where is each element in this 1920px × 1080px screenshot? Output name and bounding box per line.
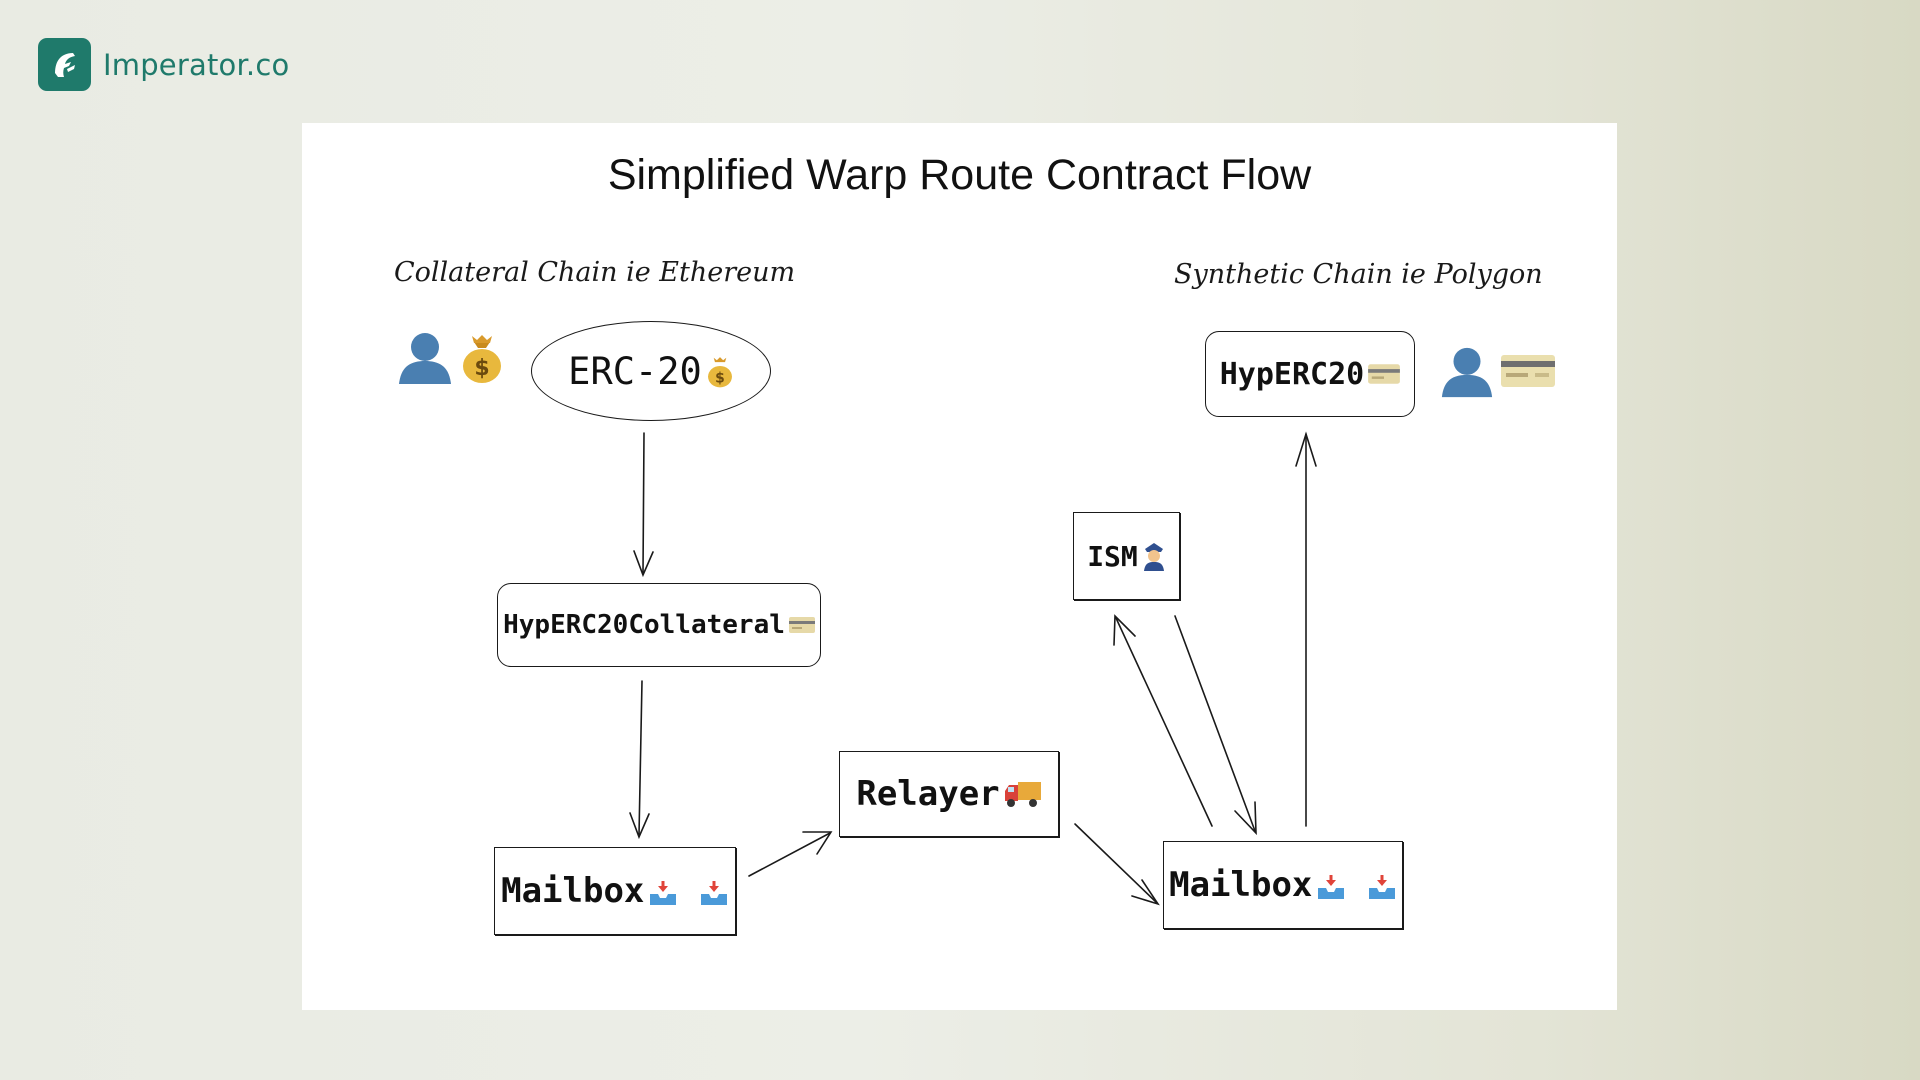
mailbox-left-node: Mailbox (494, 847, 736, 935)
erc20-label: ERC-20 (568, 349, 702, 393)
spartan-helmet-logo-icon (38, 38, 91, 91)
mailbox-right-node: Mailbox (1163, 841, 1403, 929)
credit-card-icon (1368, 364, 1401, 384)
svg-text:$: $ (715, 370, 725, 386)
arrow-mailbox-to-ism (1115, 617, 1213, 827)
money-bag-icon: $ (463, 335, 501, 383)
inbox-tray-icon (1318, 874, 1345, 899)
credit-card-icon (1501, 355, 1555, 387)
collateral-user: $ (396, 328, 504, 386)
inbox-tray-icon (1368, 874, 1395, 899)
hyperc20-collateral-node: HypERC20Collateral (497, 583, 821, 667)
arrow-relayer-to-mailbox (1074, 823, 1158, 904)
police-officer-icon (1143, 543, 1164, 571)
hyperc20-node: HypERC20 (1205, 331, 1415, 417)
inbox-tray-icons (648, 871, 728, 911)
arrow-collateral-to-mailbox (638, 680, 643, 836)
user-silhouette-icon (1441, 347, 1493, 398)
collateral-chain-label: Collateral Chain ie Ethereum (394, 257, 796, 288)
inbox-tray-icon (650, 880, 677, 905)
synthetic-user (1439, 343, 1555, 399)
svg-text:$: $ (474, 356, 489, 381)
credit-card-icon (788, 617, 815, 633)
diagram-canvas: Simplified Warp Route Contract Flow Coll… (302, 123, 1617, 1010)
ism-node: ISM (1073, 512, 1180, 600)
hyperc20-label: HypERC20 (1219, 356, 1365, 392)
arrow-mailbox-to-relayer (748, 832, 831, 877)
arrow-erc20-to-collateral (642, 432, 645, 574)
relayer-label: Relayer (856, 774, 1000, 814)
mailbox-left-label: Mailbox (501, 871, 645, 911)
hyperc20-collateral-label: HypERC20Collateral (503, 610, 785, 640)
inbox-tray-icons (1316, 865, 1396, 905)
user-silhouette-icon (399, 333, 451, 384)
brand-name: Imperator.co (103, 47, 290, 82)
delivery-truck-icon (1004, 782, 1041, 807)
arrow-ism-to-mailbox (1174, 615, 1256, 832)
mailbox-right-label: Mailbox (1169, 865, 1313, 905)
diagram-title: Simplified Warp Route Contract Flow (607, 151, 1312, 199)
diagram-arrows (629, 431, 1317, 906)
relayer-node: Relayer (839, 751, 1059, 837)
money-bag-icon: $ (707, 357, 732, 388)
ism-label: ISM (1087, 539, 1138, 573)
synthetic-chain-label: Synthetic Chain ie Polygon (1174, 259, 1543, 290)
brand-header: Imperator.co (38, 38, 289, 91)
inbox-tray-icon (700, 880, 727, 905)
erc20-token-node: ERC-20 $ (531, 321, 771, 421)
